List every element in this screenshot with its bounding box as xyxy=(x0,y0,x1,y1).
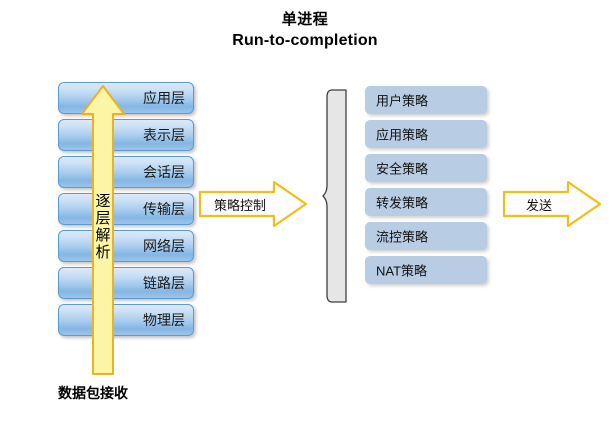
up-arrow-char: 层 xyxy=(95,209,111,227)
policy-list: 用户策略 应用策略 安全策略 转发策略 流控策略 NAT策略 xyxy=(365,86,490,290)
policy-item-forwarding[interactable]: 转发策略 xyxy=(365,188,487,216)
up-arrow-char: 解 xyxy=(95,226,111,244)
layer-label: 网络层 xyxy=(143,238,185,254)
up-arrow-char: 析 xyxy=(95,243,111,261)
layer-box-session[interactable]: 会话层 xyxy=(58,156,194,188)
layer-box-datalink[interactable]: 链路层 xyxy=(58,267,194,299)
layer-label: 应用层 xyxy=(143,90,185,106)
layer-label: 物理层 xyxy=(143,312,185,328)
policy-control-label: 策略控制 xyxy=(213,197,266,213)
layer-box-application[interactable]: 应用层 xyxy=(58,82,194,114)
policy-item-user[interactable]: 用户策略 xyxy=(365,86,487,114)
policy-item-application[interactable]: 应用策略 xyxy=(365,120,487,148)
layer-label: 链路层 xyxy=(143,275,185,291)
osi-layer-stack: 应用层 表示层 会话层 传输层 网络层 链路层 物理层 xyxy=(58,82,198,341)
layer-label: 传输层 xyxy=(143,201,185,217)
diagram-title: 单进程 Run-to-completion xyxy=(155,10,455,51)
packet-receive-caption: 数据包接收 xyxy=(58,385,128,401)
layer-label: 表示层 xyxy=(143,127,185,143)
policy-label: 应用策略 xyxy=(376,127,429,143)
up-arrow-label: 逐 层 解 析 xyxy=(80,193,126,262)
grouping-brace-icon xyxy=(322,88,348,304)
policy-label: NAT策略 xyxy=(376,263,428,279)
policy-label: 用户策略 xyxy=(376,93,429,109)
policy-control-arrow[interactable]: 策略控制 xyxy=(198,180,308,228)
layer-label: 会话层 xyxy=(143,164,185,180)
policy-item-flow-control[interactable]: 流控策略 xyxy=(365,222,487,250)
policy-item-security[interactable]: 安全策略 xyxy=(365,154,487,182)
policy-label: 安全策略 xyxy=(376,161,429,177)
title-line-secondary: Run-to-completion xyxy=(232,31,378,49)
layer-box-network[interactable]: 网络层 xyxy=(58,230,194,262)
policy-item-nat[interactable]: NAT策略 xyxy=(365,256,487,284)
policy-label: 流控策略 xyxy=(376,229,429,245)
up-arrow-char: 逐 xyxy=(95,193,111,210)
layer-box-transport[interactable]: 传输层 xyxy=(58,193,194,225)
title-line-primary: 单进程 xyxy=(281,11,329,28)
up-arrow-icon: 逐 层 解 析 xyxy=(80,84,126,376)
policy-label: 转发策略 xyxy=(376,195,429,211)
layer-box-physical[interactable]: 物理层 xyxy=(58,304,194,336)
send-arrow-label: 发送 xyxy=(525,197,552,213)
send-arrow[interactable]: 发送 xyxy=(502,180,602,228)
layer-box-presentation[interactable]: 表示层 xyxy=(58,119,194,151)
